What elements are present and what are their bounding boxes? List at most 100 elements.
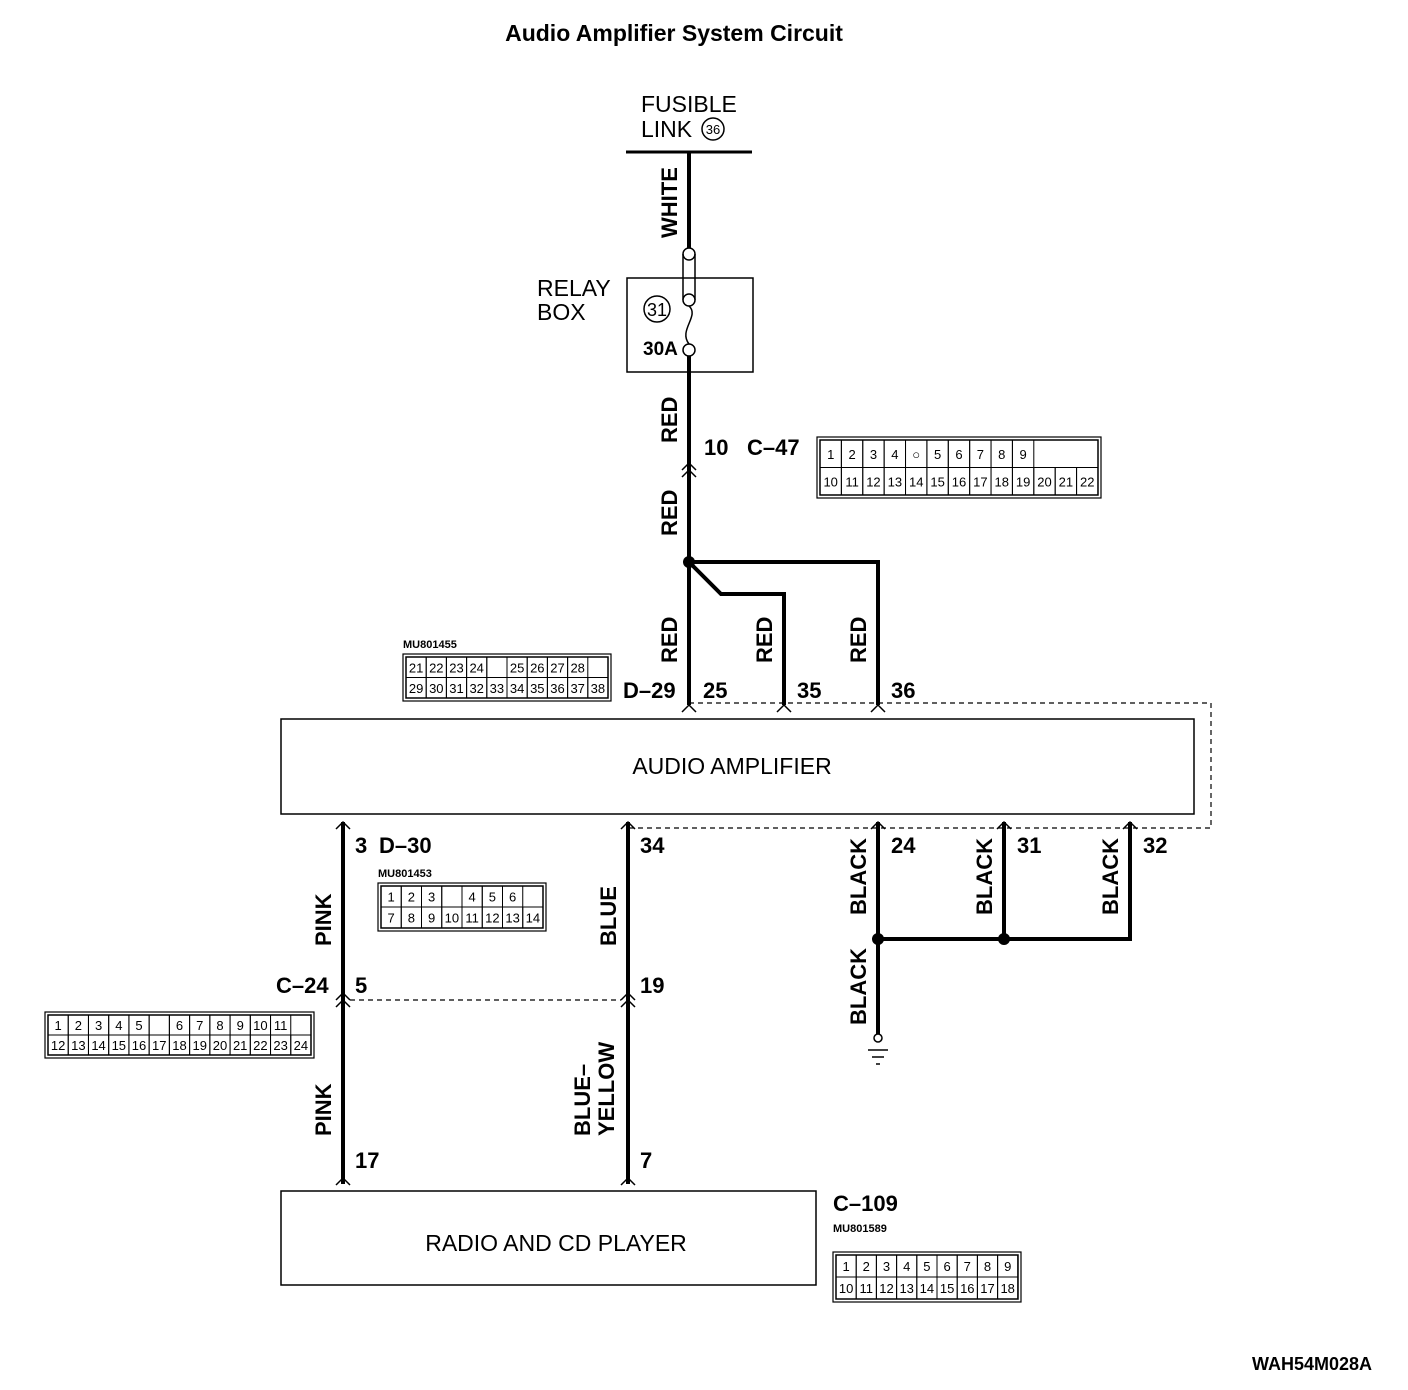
splice-black-a (872, 933, 884, 945)
connector-pin-label: 10 (839, 1281, 853, 1296)
connector-pin-label: 6 (176, 1018, 183, 1033)
connector-pin-label: 15 (930, 474, 944, 489)
connector-mark-c47 (681, 461, 697, 478)
d30-pin-31: 31 (1017, 833, 1041, 858)
relay-terminal-top (682, 247, 696, 261)
c109-name: C–109 (833, 1191, 898, 1216)
wire-red-35 (687, 560, 786, 705)
connector-pin-label: 2 (408, 890, 415, 905)
c47-name: C–47 (747, 435, 800, 460)
connector-pin-label: 8 (216, 1018, 223, 1033)
fuse-number-circle (643, 295, 671, 323)
connector-pin-label: 3 (95, 1018, 102, 1033)
connector-cell (290, 1034, 312, 1056)
connector-cell (522, 906, 544, 929)
connector-pin-label: 17 (152, 1038, 166, 1053)
connector-pin-label: 11 (845, 474, 859, 489)
connector-pin-label: 22 (1080, 474, 1094, 489)
connector-pin-label: 38 (591, 681, 605, 696)
connector-pin-label: 34 (510, 681, 524, 696)
connector-pin-label: 25 (510, 660, 524, 675)
c47-pin: 10 (704, 435, 728, 460)
radio-cd-player-label: RADIO AND CD PLAYER (425, 1230, 687, 1256)
relay-box-label-2: BOX (537, 299, 586, 325)
connector-pin-label: 14 (920, 1281, 934, 1296)
connector-pin-label: 7 (977, 447, 984, 462)
connector-pin-label: 12 (485, 911, 499, 926)
wire-black-32 (878, 822, 1132, 941)
connector-pin-label: 24 (294, 1038, 308, 1053)
connector-pin-label: 17 (980, 1281, 994, 1296)
connector-pin-label: 1 (54, 1018, 61, 1033)
wire-label-blue-yellow-1: BLUE– (570, 1064, 595, 1136)
wire-label-black-31: BLACK (972, 838, 997, 915)
connector-pin-label: 1 (388, 890, 395, 905)
fuse-number: 31 (647, 300, 667, 320)
c109-pin-17: 17 (355, 1148, 379, 1173)
connector-pin-label: 18 (994, 474, 1008, 489)
d30-pin-34: 34 (640, 833, 665, 858)
connector-pin-label: 8 (984, 1259, 991, 1274)
d30-part: MU801453 (378, 868, 432, 880)
connector-pin-label: 4 (891, 447, 898, 462)
connector-pin-label: 16 (952, 474, 966, 489)
d29-pin-35: 35 (797, 678, 821, 703)
fuse-icon (685, 305, 693, 345)
connector-pin-label: 10 (445, 911, 459, 926)
connector-pin-label: 16 (132, 1038, 146, 1053)
connector-pin-label: 16 (960, 1281, 974, 1296)
connector-pin-label: 21 (409, 660, 423, 675)
connector-cell (486, 656, 508, 678)
connector-pin-label: 3 (428, 890, 435, 905)
fuse-terminal-b (682, 343, 696, 357)
c24-pin-5: 5 (355, 973, 367, 998)
c109-pin-7: 7 (640, 1148, 652, 1173)
connector-pin-label: 20 (213, 1038, 227, 1053)
connector-pin-label: 12 (51, 1038, 65, 1053)
connector-pin-label: 15 (112, 1038, 126, 1053)
connector-pin-label: 21 (1059, 474, 1073, 489)
connector-pin-label: 7 (196, 1018, 203, 1033)
wire-label-black-ground: BLACK (846, 948, 871, 1025)
connector-pin-label: 9 (428, 911, 435, 926)
connector-pin-label: 6 (509, 890, 516, 905)
wire-label-red-2: RED (657, 490, 682, 536)
splice-black-b (998, 933, 1010, 945)
fuse-rating: 30A (643, 339, 678, 360)
audio-amplifier-label: AUDIO AMPLIFIER (632, 753, 831, 779)
d29-pin-25: 25 (703, 678, 727, 703)
connector-pin-label: 24 (469, 660, 483, 675)
connector-pin-label: 2 (848, 447, 855, 462)
connector-mark-c24-b (620, 991, 636, 1008)
connector-pin-label: 26 (530, 660, 544, 675)
connector-pin-label: 13 (71, 1038, 85, 1053)
d29-part: MU801455 (403, 639, 457, 651)
connector-pin-label: 17 (973, 474, 987, 489)
connector-pin-label: 5 (135, 1018, 142, 1033)
d30-pin-3: 3 (355, 833, 367, 858)
connector-pin-label: 31 (449, 681, 463, 696)
connector-pin-label: 6 (955, 447, 962, 462)
ground-icon (868, 1033, 888, 1065)
connector-pin-label: 4 (115, 1018, 122, 1033)
connector-pin-label: 23 (449, 660, 463, 675)
connector-pin-label: 9 (1004, 1259, 1011, 1274)
connector-pin-label: 18 (172, 1038, 186, 1053)
connector-pin-label: 6 (943, 1259, 950, 1274)
wire-red-36 (689, 560, 880, 705)
connector-pin-label: 9 (237, 1018, 244, 1033)
connector-pin-label: 28 (570, 660, 584, 675)
c109-part: MU801589 (833, 1223, 887, 1235)
wire-label-black-32: BLACK (1098, 838, 1123, 915)
connector-pin-label: 1 (842, 1259, 849, 1274)
connector-pin-label: 14 (91, 1038, 105, 1053)
wire-label-red-1: RED (657, 397, 682, 443)
connector-cell (1076, 467, 1099, 496)
wire-label-black-24: BLACK (846, 838, 871, 915)
connector-pin-label: 19 (1016, 474, 1030, 489)
wire-label-red-36: RED (846, 617, 871, 663)
fusible-link-label-2: LINK (641, 116, 693, 142)
